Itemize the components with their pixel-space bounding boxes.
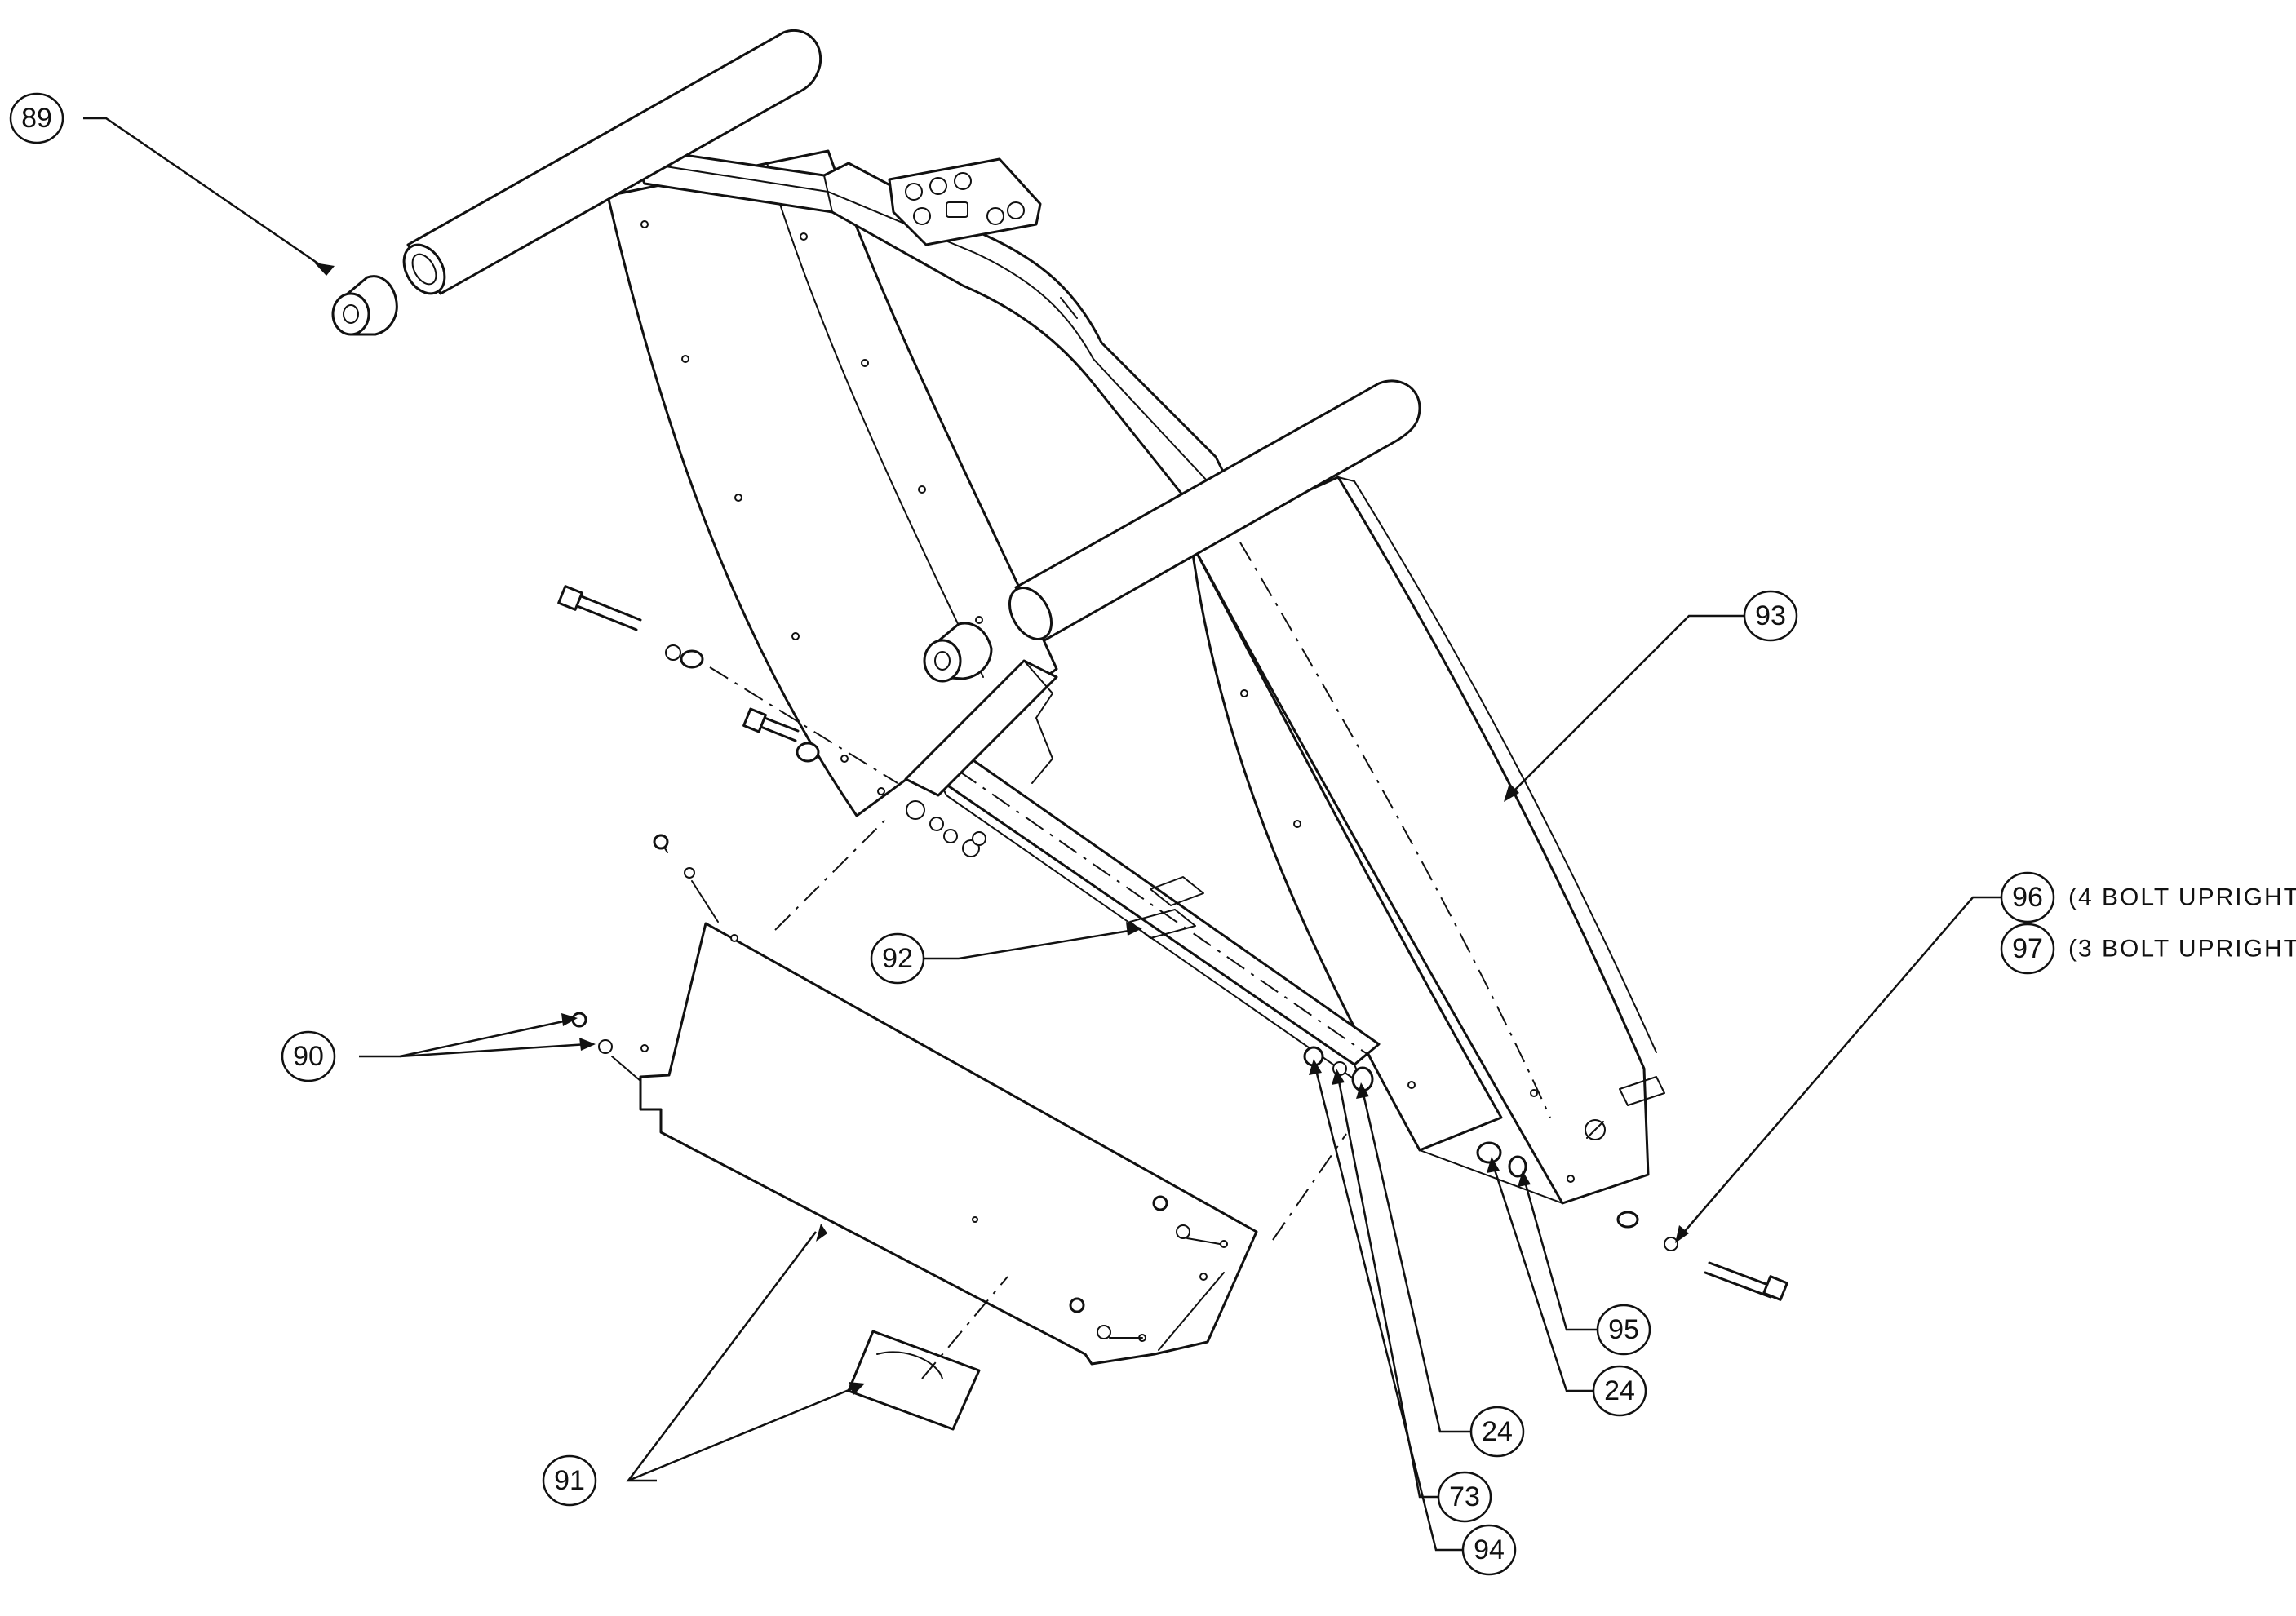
shroud-screws: [571, 834, 1221, 1339]
upper-tube: [402, 29, 822, 295]
svg-text:95: 95: [1608, 1314, 1639, 1345]
mounting-bracket: [904, 659, 1058, 857]
svg-text:91: 91: [554, 1465, 585, 1496]
callout-94: 94: [1461, 1524, 1517, 1576]
callout-96: 96 (4 BOLT UPRIGHT): [2000, 871, 2296, 923]
svg-text:89: 89: [21, 103, 52, 134]
svg-text:24: 24: [1482, 1416, 1513, 1447]
callout-95: 95: [1596, 1304, 1651, 1356]
end-cap-upper: [331, 275, 398, 336]
callout-91: 91: [542, 1454, 597, 1507]
end-cap-lower: [923, 622, 993, 683]
long-bolt-left: [557, 585, 898, 784]
short-bolt-left: [742, 707, 820, 763]
callout-24-center: 24: [1469, 1406, 1525, 1458]
right-upright-panel: [1190, 476, 1665, 1205]
bottom-shroud: [639, 815, 1347, 1366]
lower-tube: [1008, 379, 1421, 642]
callout-97: 97 (3 BOLT UPRIGHT): [2000, 923, 2296, 975]
callout-89: 89: [9, 92, 64, 144]
svg-text:94: 94: [1474, 1534, 1505, 1565]
callout-92: 92: [870, 932, 925, 985]
note-4-bolt-upright: (4 BOLT UPRIGHT): [2068, 884, 2296, 911]
callout-90: 90: [281, 1030, 336, 1082]
right-hardware: [1303, 1046, 1788, 1301]
svg-text:96: 96: [2012, 882, 2043, 913]
callout-73: 73: [1437, 1471, 1492, 1523]
svg-text:90: 90: [293, 1041, 324, 1072]
callout-93: 93: [1743, 590, 1798, 642]
svg-text:73: 73: [1449, 1481, 1480, 1512]
svg-text:92: 92: [882, 943, 913, 974]
callout-24-right: 24: [1592, 1365, 1647, 1417]
svg-text:97: 97: [2012, 933, 2043, 964]
svg-text:93: 93: [1755, 600, 1786, 631]
svg-text:24: 24: [1604, 1375, 1635, 1406]
leader-lines: [83, 117, 2006, 1552]
decal-plate: [847, 1276, 1008, 1431]
handlebar-frame: [627, 145, 1226, 507]
note-3-bolt-upright: (3 BOLT UPRIGHT): [2068, 936, 2296, 963]
